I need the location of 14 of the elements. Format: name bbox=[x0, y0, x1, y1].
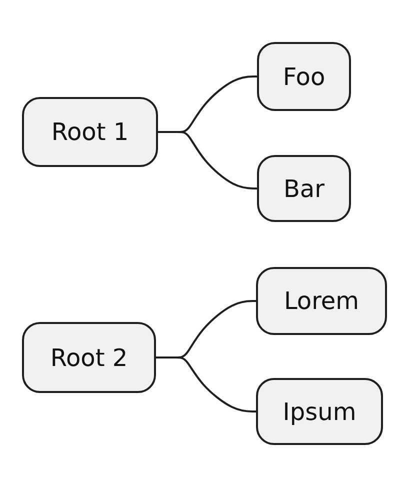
rounded-node-box bbox=[22, 322, 156, 393]
connector-line bbox=[158, 131, 257, 190]
node-label: Foo bbox=[282, 62, 326, 90]
rounded-node-box bbox=[256, 267, 387, 335]
node-label: Root 2 bbox=[50, 344, 128, 372]
rounded-node-box bbox=[256, 378, 383, 445]
rounded-node-box bbox=[257, 155, 351, 222]
node-label: Bar bbox=[283, 174, 325, 202]
node-label: Lorem bbox=[284, 287, 360, 315]
node-label: Root 1 bbox=[51, 118, 129, 146]
rounded-node-box bbox=[22, 97, 158, 167]
node-label: Ipsum bbox=[282, 398, 356, 426]
rounded-node-box bbox=[257, 42, 351, 111]
connector-line bbox=[156, 356, 256, 412]
